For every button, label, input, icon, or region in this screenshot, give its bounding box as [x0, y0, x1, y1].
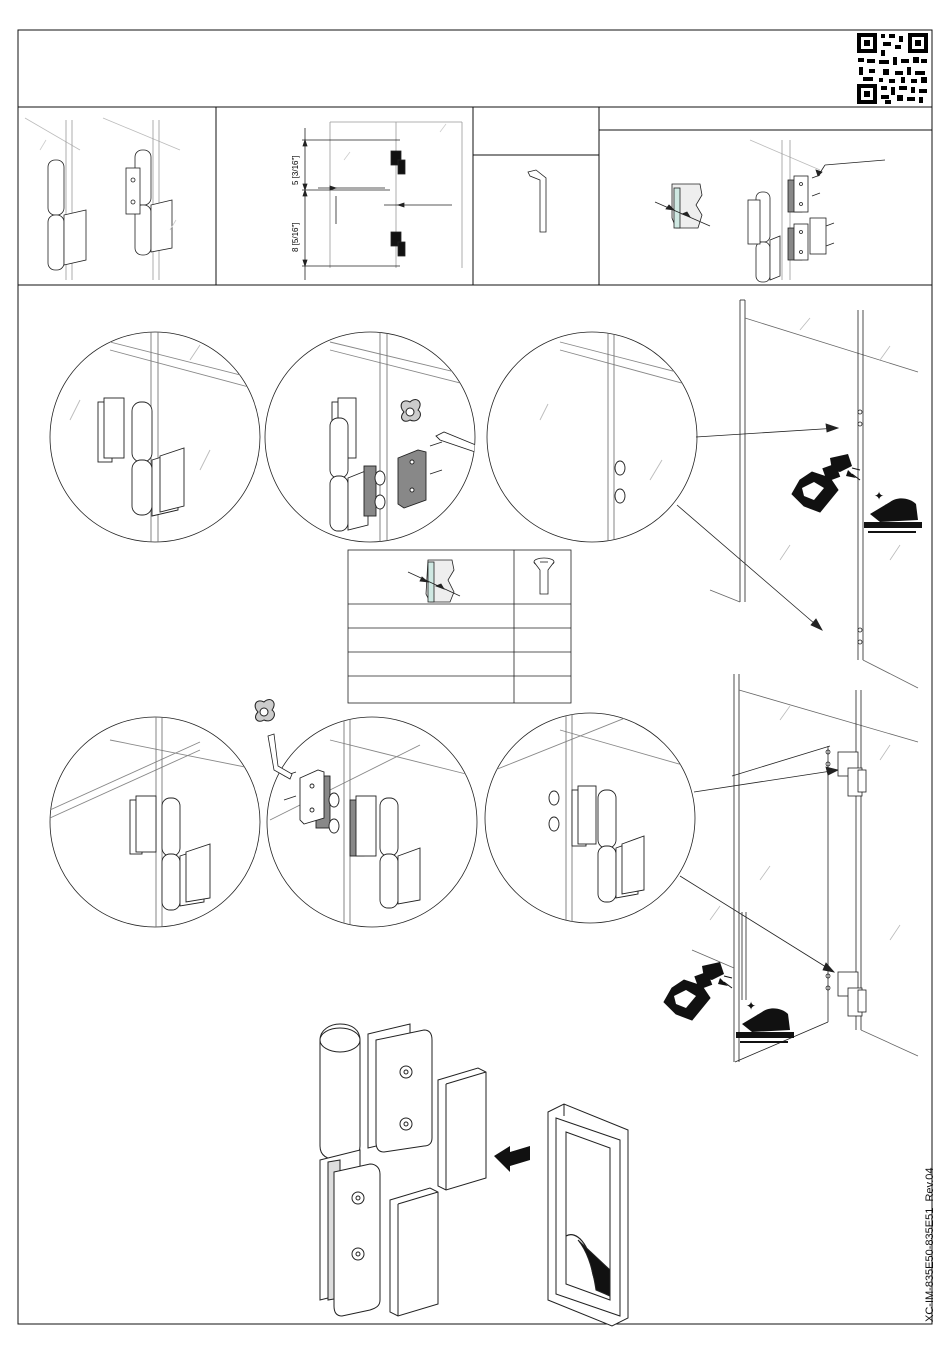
clean-cloth-icon	[401, 400, 420, 422]
lower-dimension-label: 8 [5/16"]	[291, 222, 300, 252]
insert-arrow-icon	[494, 1146, 530, 1172]
clean-cloth-icon	[255, 700, 274, 722]
svg-text:✦: ✦	[746, 999, 756, 1013]
svg-text:✦: ✦	[754, 1013, 761, 1022]
allen-key-icon	[528, 170, 546, 232]
step-circle-glass-holes	[487, 330, 700, 560]
step-circle-assembled-hinge	[50, 330, 260, 560]
glass-panel-door	[692, 674, 918, 1062]
step-circle-installed-hinge	[50, 710, 260, 940]
glass-screw-table	[348, 550, 571, 703]
revision: Rev.04	[924, 1167, 936, 1201]
svg-text:✦: ✦	[874, 489, 884, 503]
exploded-hinge-gaskets	[320, 1024, 486, 1316]
wiping-hand-icon: ✦✦	[736, 999, 794, 1042]
svg-text:✦: ✦	[882, 503, 889, 512]
document-code: XC-IM-835E50-835E51	[924, 1208, 936, 1322]
upper-dimension-label: 5 [3/16"]	[291, 155, 300, 185]
hinge-overview-panel	[25, 118, 180, 280]
gasket-package-icon	[548, 1104, 628, 1326]
spray-bottle-icon	[664, 962, 732, 1020]
step-circle-reattach-clamp	[267, 710, 477, 940]
wiping-hand-icon: ✦✦	[864, 489, 922, 532]
dimension-panel	[302, 122, 462, 280]
pointer-arrows-top	[677, 424, 838, 630]
doc-code-rotated: XC-IM-835E50-835E51 Rev.04	[924, 1282, 936, 1322]
qr-code-icon	[855, 31, 930, 106]
pointer-arrows-bottom	[680, 767, 838, 972]
step-circle-hinge-on-glass	[485, 712, 700, 930]
allen-key-icon	[268, 734, 292, 779]
spray-bottle-icon	[792, 454, 860, 512]
step-circle-remove-clamp	[265, 330, 488, 560]
glass-thickness-panel	[655, 140, 885, 282]
